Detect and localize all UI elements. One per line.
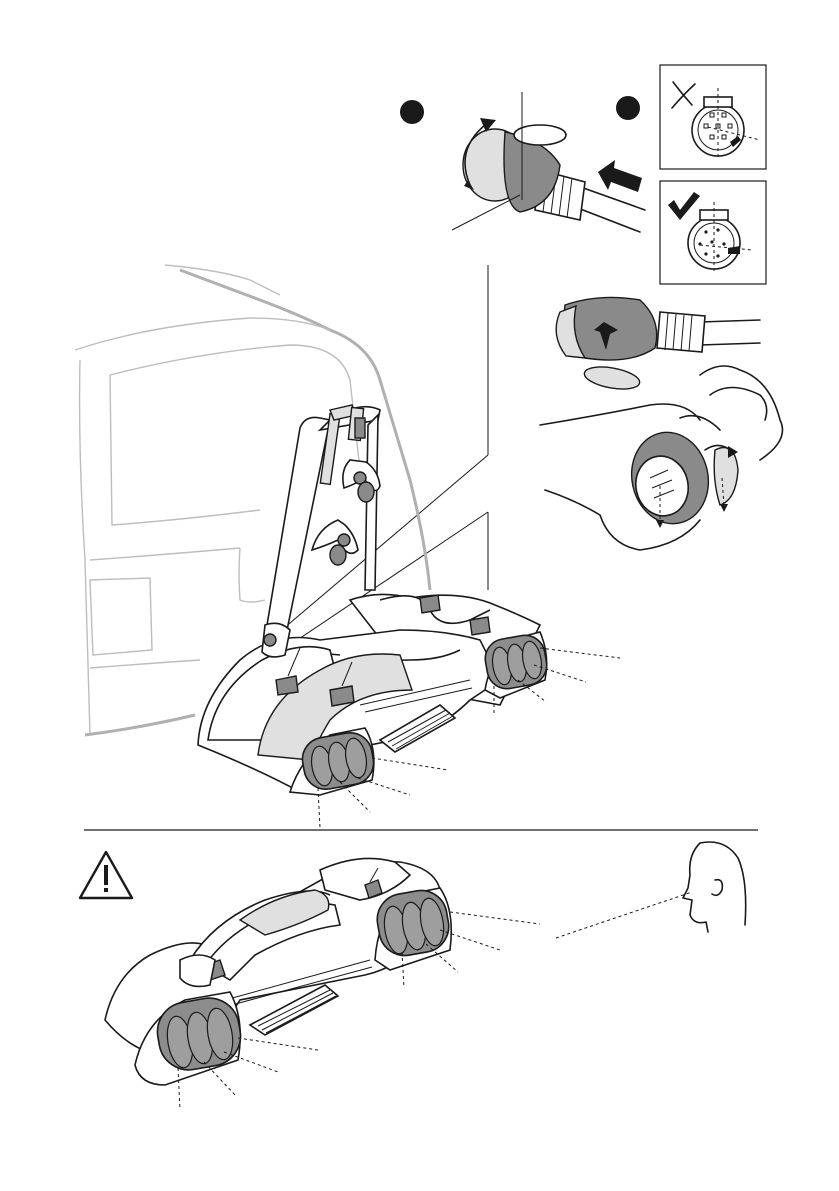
hands-holding-socket-illustration [540, 366, 783, 550]
observer-head-icon [683, 842, 746, 932]
plug-with-cap-illustration [556, 297, 760, 392]
step-badge-2 [616, 96, 640, 120]
plug-insertion-illustration [452, 92, 645, 232]
push-arrow-icon [598, 160, 642, 192]
panel-wrong-socket [660, 65, 766, 169]
bike-carrier-upper [198, 405, 540, 792]
step-badge-1 [400, 100, 424, 124]
warning-triangle-icon [80, 852, 132, 898]
panel-correct-socket [660, 181, 766, 284]
